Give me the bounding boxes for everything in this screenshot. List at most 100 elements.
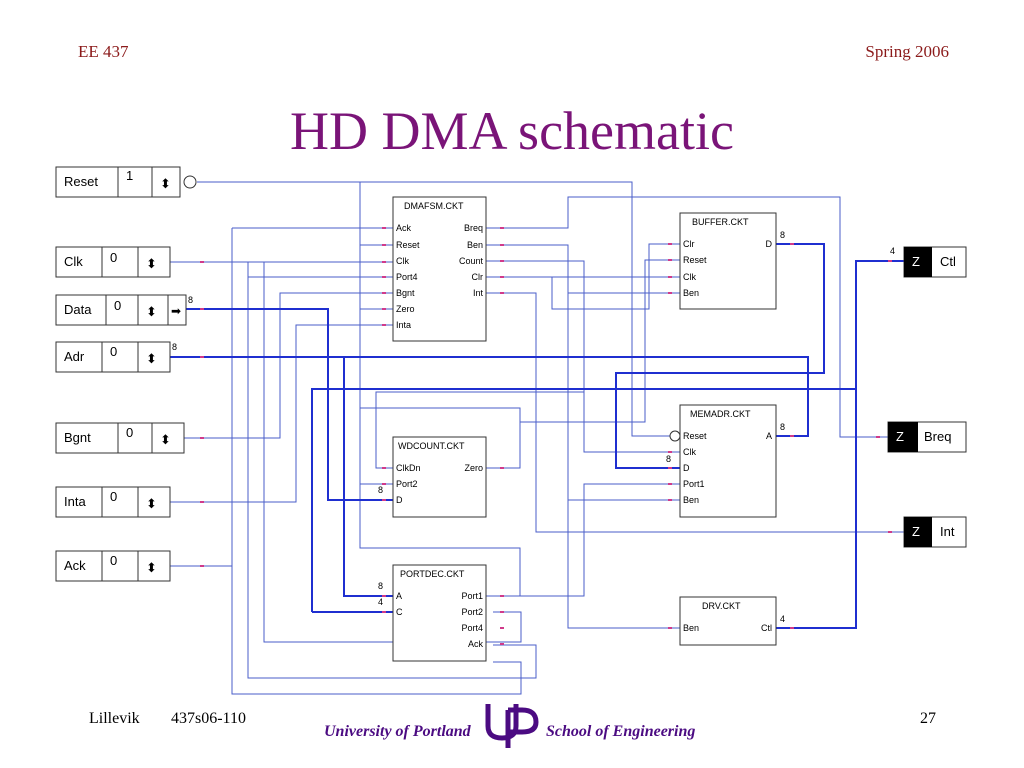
- inverter-bubble-icon: [669, 430, 681, 442]
- pin-clk: Clk: [683, 447, 696, 457]
- output-breq-state: Z: [896, 429, 904, 444]
- input-ack-value: 0: [110, 553, 117, 568]
- pin-port4: Port4: [461, 623, 483, 633]
- portdec-a-bus-width: 8: [378, 581, 383, 591]
- input-ack[interactable]: Ack 0 ⬍: [55, 550, 171, 582]
- toggle-arrows-icon[interactable]: ⬍: [160, 432, 171, 447]
- pin-ben: Ben: [467, 240, 483, 250]
- input-data-label: Data: [64, 302, 92, 317]
- pin-clr: Clr: [683, 239, 695, 249]
- pin-ctl: Ctl: [761, 623, 772, 633]
- module-wdcount-title: WDCOUNT.CKT: [398, 441, 465, 451]
- footer-slide-id: 437s06-110: [171, 710, 246, 727]
- pin-c: C: [396, 607, 403, 617]
- course-label: EE 437: [78, 42, 129, 61]
- input-reset[interactable]: Reset 1 ⬍: [55, 166, 197, 198]
- output-ctl: Z Ctl 4: [890, 246, 967, 278]
- pin-zero: Zero: [464, 463, 483, 473]
- data-bus-width: 8: [188, 295, 193, 305]
- memadr-d-bus-width: 8: [666, 454, 671, 464]
- pin-breq: Breq: [464, 223, 483, 233]
- pin-port1: Port1: [461, 591, 483, 601]
- toggle-arrows-icon[interactable]: ⬍: [146, 304, 157, 319]
- slide-title: HD DMA schematic: [290, 101, 734, 161]
- up-logo-icon: [485, 704, 539, 748]
- module-portdec: PORTDEC.CKT A C Port1 Port2 Port4 Ack 8 …: [378, 564, 487, 662]
- pin-clk: Clk: [396, 256, 409, 266]
- input-inta[interactable]: Inta 0 ⬍: [55, 486, 171, 518]
- input-adr-value: 0: [110, 344, 117, 359]
- input-bgnt-label: Bgnt: [64, 430, 91, 445]
- output-int-label: Int: [940, 524, 955, 539]
- pin-reset: Reset: [396, 240, 420, 250]
- pin-d: D: [396, 495, 403, 505]
- input-adr-label: Adr: [64, 349, 85, 364]
- module-buffer-title: BUFFER.CKT: [692, 217, 749, 227]
- pin-clkdn: ClkDn: [396, 463, 421, 473]
- pin-ben: Ben: [683, 623, 699, 633]
- toggle-arrows-icon[interactable]: ⬍: [146, 496, 157, 511]
- output-ctl-label: Ctl: [940, 254, 956, 269]
- toggle-arrows-icon[interactable]: ⬍: [146, 560, 157, 575]
- signal-wires: [170, 181, 904, 695]
- ctl-bus-width: 4: [890, 246, 895, 256]
- inverter-bubble-icon: [183, 175, 197, 189]
- pin-int: Int: [473, 288, 484, 298]
- module-memadr-title: MEMADR.CKT: [690, 409, 751, 419]
- input-ack-label: Ack: [64, 558, 86, 573]
- memadr-a-bus-width: 8: [780, 422, 785, 432]
- input-clk-value: 0: [110, 250, 117, 265]
- pin-bgnt: Bgnt: [396, 288, 415, 298]
- pin-d: D: [766, 239, 773, 249]
- module-memadr: MEMADR.CKT Reset Clk D Port1 Ben A 8 8: [666, 404, 785, 518]
- page-number: 27: [920, 710, 936, 727]
- input-clk[interactable]: Clk 0 ⬍: [55, 246, 171, 278]
- module-drv: DRV.CKT Ben Ctl 4: [679, 596, 785, 646]
- input-bgnt[interactable]: Bgnt 0 ⬍: [55, 422, 185, 454]
- pin-port2: Port2: [461, 607, 483, 617]
- pin-inta: Inta: [396, 320, 411, 330]
- output-breq-label: Breq: [924, 429, 951, 444]
- input-data-value: 0: [114, 298, 121, 313]
- pin-dots: [200, 227, 892, 645]
- pin-d: D: [683, 463, 690, 473]
- buffer-bus-width: 8: [780, 230, 785, 240]
- pin-ben: Ben: [683, 495, 699, 505]
- module-wdcount: WDCOUNT.CKT ClkDn Port2 D Zero 8: [378, 436, 487, 518]
- pin-ack: Ack: [468, 639, 484, 649]
- footer-author: Lillevik: [89, 710, 140, 727]
- pin-port1: Port1: [683, 479, 705, 489]
- footer-school: School of Engineering: [546, 723, 696, 740]
- module-drv-title: DRV.CKT: [702, 601, 741, 611]
- module-portdec-title: PORTDEC.CKT: [400, 569, 465, 579]
- term-label: Spring 2006: [865, 42, 949, 61]
- output-breq: Z Breq: [887, 421, 967, 453]
- pin-clr: Clr: [472, 272, 484, 282]
- pin-reset: Reset: [683, 431, 707, 441]
- module-buffer: BUFFER.CKT Clr Reset Clk Ben D 8: [679, 212, 785, 310]
- portdec-c-bus-width: 4: [378, 597, 383, 607]
- pin-reset: Reset: [683, 255, 707, 265]
- drv-bus-width: 4: [780, 614, 785, 624]
- module-dmafsm: DMAFSM.CKT Ack Reset Clk Port4 Bgnt Zero…: [392, 196, 487, 342]
- pin-ack: Ack: [396, 223, 412, 233]
- pin-port4: Port4: [396, 272, 418, 282]
- output-int-state: Z: [912, 524, 920, 539]
- output-int: Z Int: [903, 516, 967, 548]
- adr-bus-width: 8: [172, 342, 177, 352]
- bus-wires: [170, 243, 904, 629]
- input-data[interactable]: Data 0 ⬍ ➡ 8: [55, 294, 193, 326]
- output-arrow-icon: ➡: [171, 304, 181, 318]
- input-clk-label: Clk: [64, 254, 83, 269]
- output-ctl-state: Z: [912, 254, 920, 269]
- input-inta-value: 0: [110, 489, 117, 504]
- toggle-arrows-icon[interactable]: ⬍: [146, 351, 157, 366]
- footer-university: University of Portland: [324, 723, 471, 740]
- pin-zero: Zero: [396, 304, 415, 314]
- input-adr[interactable]: Adr 0 ⬍ 8: [55, 341, 177, 373]
- toggle-arrows-icon[interactable]: ⬍: [146, 256, 157, 271]
- toggle-arrows-icon[interactable]: ⬍: [160, 176, 171, 191]
- input-inta-label: Inta: [64, 494, 86, 509]
- pin-clk: Clk: [683, 272, 696, 282]
